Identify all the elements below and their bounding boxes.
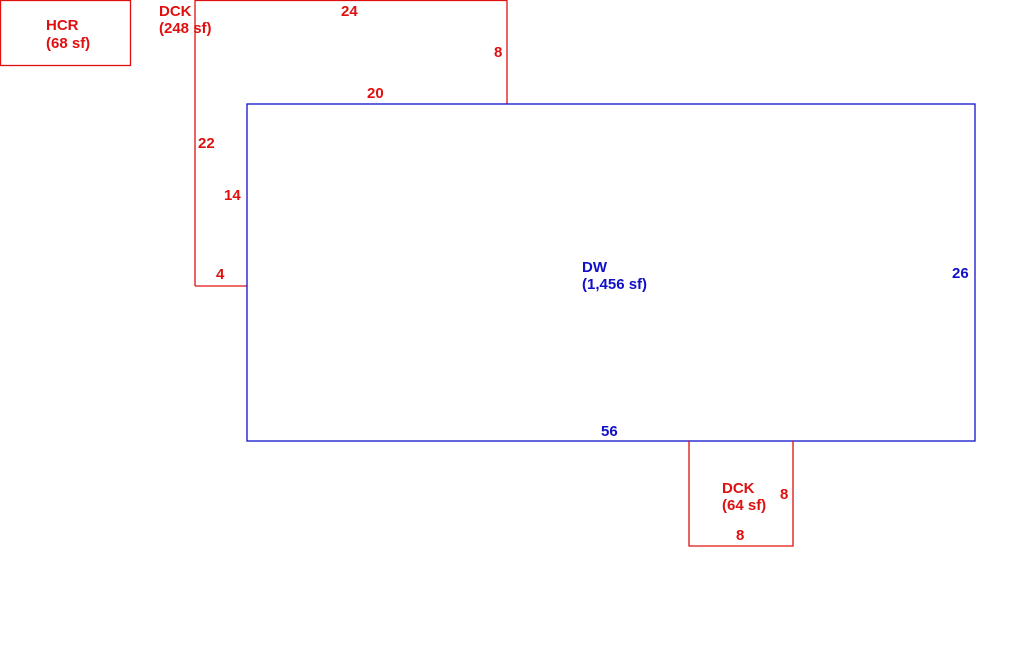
dim-deck-lower-right: 8	[780, 486, 788, 503]
deck-upper-area: (248 sf)	[159, 20, 212, 37]
deck-upper-label: DCK	[159, 3, 192, 20]
dim-deck-upper-inner: 20	[367, 85, 384, 102]
dim-deck-lower-bottom: 8	[736, 527, 744, 544]
dwelling-area: (1,456 sf)	[582, 276, 647, 293]
dim-deck-upper-bottom: 4	[216, 266, 225, 283]
deck-upper-outline	[194, 0, 508, 286]
dim-dwelling-right: 26	[952, 265, 969, 282]
hcr-outline	[0, 0, 132, 67]
dim-dwelling-bottom: 56	[601, 423, 618, 440]
dim-deck-upper-right: 8	[494, 44, 502, 61]
deck-lower-area: (64 sf)	[722, 497, 766, 514]
hcr-label: HCR	[46, 17, 79, 34]
deck-lower-outline	[688, 441, 794, 547]
dwelling-label: DW	[582, 259, 608, 276]
dim-deck-upper-left: 22	[198, 135, 215, 152]
deck-lower-label: DCK	[722, 480, 755, 497]
hcr-area: (68 sf)	[46, 35, 90, 52]
dim-deck-upper-inner-left: 14	[224, 187, 241, 204]
dim-deck-upper-top: 24	[341, 3, 358, 20]
dwelling-outline	[246, 103, 976, 442]
